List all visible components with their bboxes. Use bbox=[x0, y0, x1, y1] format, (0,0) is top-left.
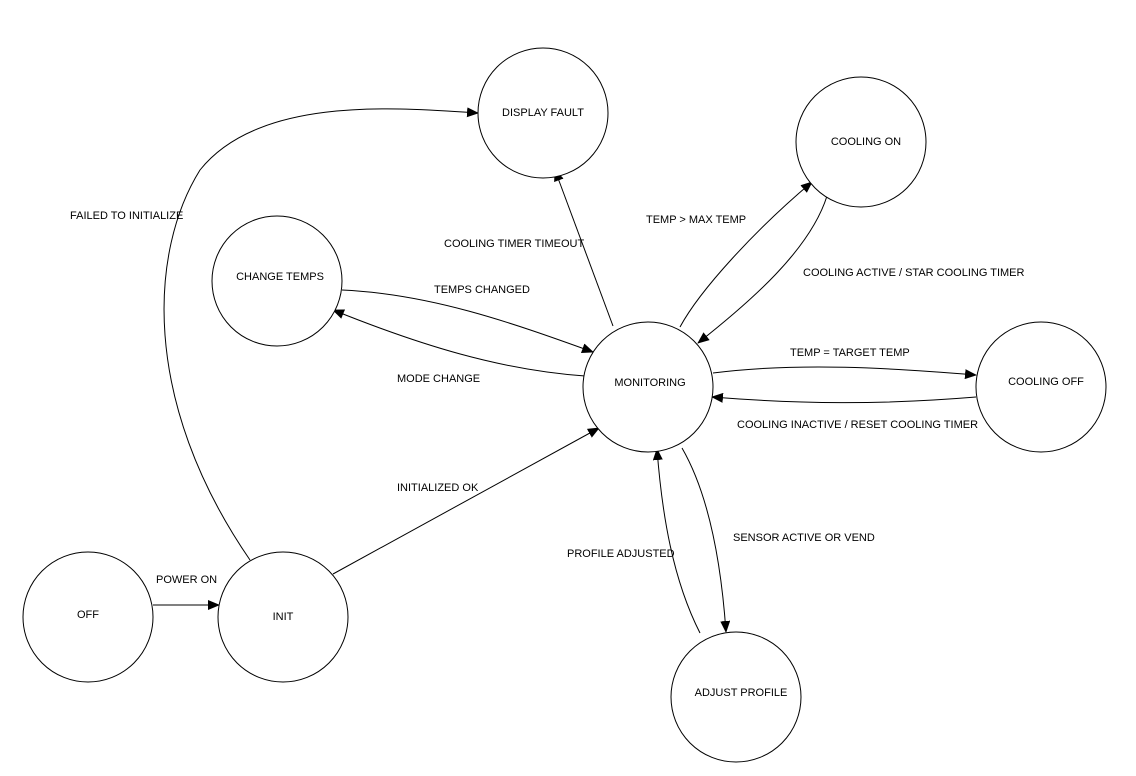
state-label-cooling-off: COOLING OFF bbox=[1008, 376, 1084, 388]
edge-profile-adjusted bbox=[652, 448, 701, 634]
label-power-on: POWER ON bbox=[156, 574, 217, 586]
label-temp-eq-target: TEMP = TARGET TEMP bbox=[790, 347, 910, 359]
state-label-init: INIT bbox=[273, 611, 294, 623]
state-display-fault: DISPLAY FAULT bbox=[477, 47, 609, 179]
state-cooling-off: COOLING OFF bbox=[975, 321, 1107, 453]
state-init: INIT bbox=[217, 551, 349, 683]
edge-mode-change bbox=[332, 309, 586, 377]
edge-failed-to-initialize bbox=[163, 107, 479, 561]
state-label-off: OFF bbox=[77, 609, 99, 621]
state-label-cooling-on: COOLING ON bbox=[831, 136, 901, 148]
label-cooling-inactive: COOLING INACTIVE / RESET COOLING TIMER bbox=[737, 419, 978, 431]
state-adjust-profile: ADJUST PROFILE bbox=[670, 631, 802, 763]
label-mode-change: MODE CHANGE bbox=[397, 373, 480, 385]
state-label-adjust-profile: ADJUST PROFILE bbox=[695, 687, 788, 699]
edge-temps-changed bbox=[341, 289, 594, 353]
state-label-monitoring: MONITORING bbox=[614, 377, 685, 389]
edge-temp-eq-target bbox=[712, 366, 977, 380]
label-initialized-ok: INITIALIZED OK bbox=[397, 482, 479, 494]
state-cooling-on: COOLING ON bbox=[795, 76, 927, 208]
label-cooling-active: COOLING ACTIVE / STAR COOLING TIMER bbox=[803, 267, 1025, 279]
edge-cooling-inactive bbox=[711, 392, 977, 404]
label-sensor-active: SENSOR ACTIVE OR VEND bbox=[733, 532, 875, 544]
edge-sensor-active bbox=[681, 447, 731, 633]
state-monitoring: MONITORING bbox=[582, 321, 714, 453]
edge-cooling-active bbox=[697, 195, 828, 344]
edge-initialized-ok bbox=[332, 427, 600, 575]
label-temps-changed: TEMPS CHANGED bbox=[434, 284, 530, 296]
edge-temp-gt-max bbox=[679, 181, 813, 328]
edge-cooling-timer-timeout bbox=[554, 169, 614, 327]
label-failed-to-initialize: FAILED TO INITIALIZE bbox=[70, 210, 183, 222]
state-change-temps: CHANGE TEMPS bbox=[211, 215, 343, 347]
label-cooling-timer-timeout: COOLING TIMER TIMEOUT bbox=[444, 238, 584, 250]
state-label-change-temps: CHANGE TEMPS bbox=[236, 271, 324, 283]
label-temp-gt-max: TEMP > MAX TEMP bbox=[646, 214, 746, 226]
state-label-display-fault: DISPLAY FAULT bbox=[502, 107, 584, 119]
state-off: OFF bbox=[22, 551, 154, 683]
label-profile-adjusted: PROFILE ADJUSTED bbox=[567, 548, 675, 560]
